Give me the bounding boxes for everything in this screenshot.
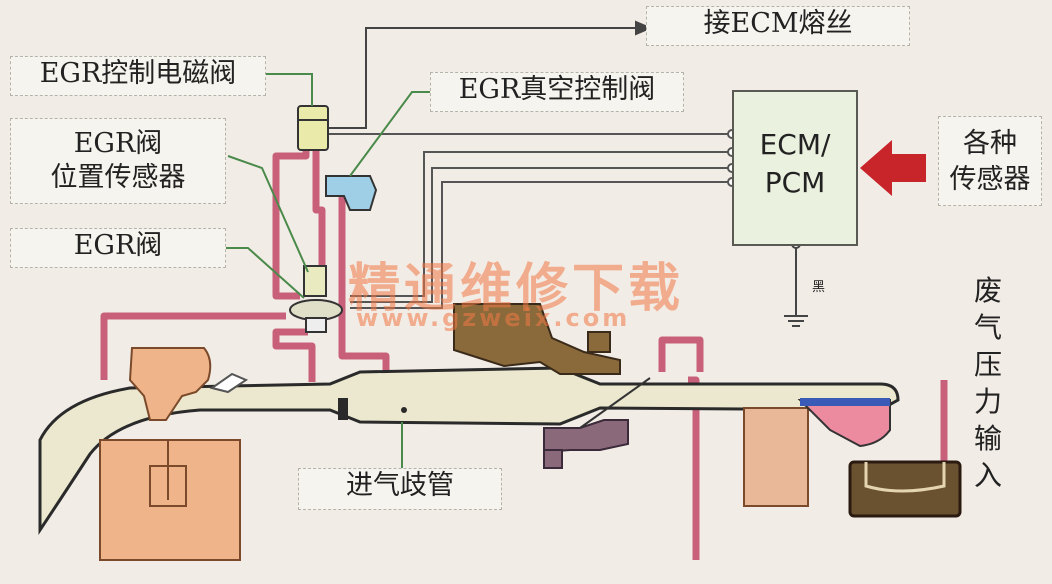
watermark-text: 精通维修下载: [348, 258, 685, 319]
egr-vacuum-valve-label: EGR真空控制阀: [430, 72, 684, 112]
ground-symbol: [784, 239, 808, 327]
fuse-label: 接ECM熔丝: [646, 6, 910, 46]
engine-block: [99, 347, 249, 561]
ecm-label-line1: ECM/: [759, 128, 831, 161]
egr-solenoid-label: EGR控制电磁阀: [10, 56, 266, 96]
fuse-wire: [328, 20, 653, 129]
ecm-label-line2: PCM: [764, 166, 826, 199]
throttle-body: [453, 303, 621, 375]
map-sensor: [543, 377, 651, 469]
egr-position-sensor-label-line1: EGR阀: [73, 128, 163, 159]
egr-valve-label: EGR阀: [10, 228, 226, 268]
sensors-label-line1: 各种: [963, 128, 1017, 159]
air-box: [743, 398, 891, 507]
intake-runner: [38, 366, 900, 535]
intake-manifold-label: 进气歧管: [298, 468, 502, 510]
vacuum-hoses: [100, 148, 948, 560]
sensor-input-arrow: [860, 140, 926, 196]
exhaust-pressure-input-label: 废气压力输入: [973, 274, 1002, 492]
watermark-url: www.gzweix.com: [356, 304, 631, 332]
egr-position-sensor-label: EGR阀 位置传感器: [10, 118, 226, 204]
egr-solenoid-body: [297, 105, 329, 151]
canister: [848, 460, 962, 518]
egr-vacuum-valve-body: [325, 175, 378, 211]
egr-valve-body: [289, 265, 343, 333]
ecm-pcm-box: ECM/ PCM: [732, 90, 858, 246]
ground-label: 黑: [812, 280, 826, 295]
sensors-label: 各种 传感器: [938, 116, 1042, 206]
sensors-label-line2: 传感器: [949, 164, 1031, 195]
egr-position-sensor-label-line2: 位置传感器: [50, 162, 186, 193]
